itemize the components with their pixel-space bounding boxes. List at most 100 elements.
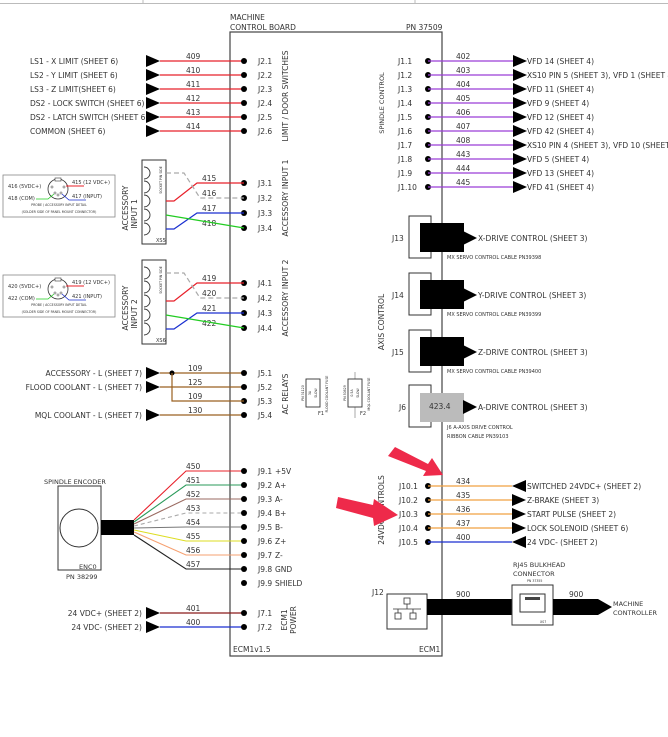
connector-arrow-icon [146, 409, 160, 421]
din-pin-icon [59, 291, 63, 295]
fuse-type: SLOW [356, 387, 360, 397]
ethernet-cable [427, 599, 512, 615]
wire-number: 420 [202, 289, 217, 298]
wire [133, 529, 244, 542]
connector-arrow-icon [513, 125, 527, 137]
wire-number: 451 [186, 476, 201, 485]
pin-dot [241, 114, 247, 120]
wire-number: 437 [456, 519, 471, 528]
connector-arrow-icon [513, 55, 527, 67]
signal-label: FLOOD COOLANT - L (SHEET 7) [26, 383, 142, 392]
detail-caption: PROBE / ACCESSORY INPUT DETAIL [31, 303, 87, 307]
encoder-cable-icon [101, 520, 134, 535]
wire-number: 419 [202, 274, 217, 283]
detail-caption: (SOLDER SIDE OF PANEL MOUNT CONNECTOR) [22, 210, 97, 214]
pin-label: J1.7 [397, 141, 412, 150]
signal-label: LS3 - Z LIMIT(SHEET 6) [30, 85, 116, 94]
destination-label: VFD 12 (SHEET 4) [527, 113, 594, 122]
detail-label: 416 (5VDC+) [8, 184, 41, 190]
port-label: J12 [371, 588, 384, 597]
section-label: ECM1 [280, 609, 289, 630]
detail-label: 417 (INPUT) [72, 194, 102, 200]
wire-number: 130 [188, 406, 203, 415]
signal-label: DS2 - LATCH SWITCH (SHEET 6) [30, 113, 148, 122]
wire-number: 409 [186, 52, 201, 61]
signal-name: A+ [275, 481, 286, 490]
connector-label: ACCESSORY [121, 285, 130, 330]
wire-number: 454 [186, 518, 201, 527]
wire-number: 401 [186, 604, 201, 613]
wire-number: 435 [456, 491, 471, 500]
pin-label: J7.2 [257, 623, 272, 632]
pin-label: J9.9 [257, 579, 272, 588]
destination-label: X-DRIVE CONTROL (SHEET 3) [478, 234, 587, 243]
din-key-icon [54, 277, 62, 282]
accessory-input-1-section: 416 (5VDC+)418 (COM)415 (12 VDC+)417 (IN… [2, 159, 290, 245]
connector-arrow-icon [146, 607, 160, 619]
pin-label: J9.7 [257, 551, 272, 560]
connector-arrow-icon [146, 69, 160, 81]
signal-name: SHIELD [275, 579, 303, 588]
destination-label: 24 VDC- (SHEET 2) [527, 538, 598, 547]
pin-label: J2.6 [257, 127, 272, 136]
wire-number: 450 [186, 462, 201, 471]
pin-label: J9.1 [257, 467, 272, 476]
din-pin-icon [62, 285, 66, 289]
connector-arrow-icon [513, 69, 527, 81]
signal-label: LS2 - Y LIMIT (SHEET 6) [30, 71, 118, 80]
board-title-line2: CONTROL BOARD [230, 23, 296, 32]
destination-label: Z-DRIVE CONTROL (SHEET 3) [478, 348, 588, 357]
destination-label: Z-BRAKE (SHEET 3) [527, 496, 599, 505]
wire-number: 422 [202, 319, 217, 328]
network-icon [394, 612, 402, 620]
cable-plug-icon [420, 337, 464, 366]
wire-number: 410 [186, 66, 201, 75]
destination-label: XS10 PIN 4 (SHEET 3), VFD 10 (SHEET 4) [527, 141, 668, 150]
arrow-right-icon [463, 231, 477, 245]
wire-number: 417 [202, 204, 217, 213]
socket-note: SOCKET PIN SIDE [159, 166, 163, 194]
connector-label: ACCESSORY [121, 185, 130, 230]
connector-arrow-icon [146, 97, 160, 109]
pin-label: J1.1 [397, 57, 412, 66]
connector-label: INPUT 2 [130, 299, 139, 329]
din-pin-icon [56, 293, 60, 297]
wire-number: 453 [186, 504, 201, 513]
connector-arrow-icon [146, 621, 160, 633]
wire-number: 418 [202, 219, 217, 228]
cable-note: RIBBON CABLE PN39103 [447, 434, 509, 440]
pin-label: J1.6 [397, 127, 412, 136]
wire-number: 109 [188, 392, 203, 401]
connector-arrow-icon [512, 508, 526, 520]
connector-detail-box [2, 274, 116, 318]
pin-dot [241, 552, 247, 558]
wire-number: 109 [188, 364, 203, 373]
encoder-id: ENC0 [79, 563, 97, 571]
bulkhead-label: CONNECTOR [513, 570, 555, 578]
board-part-number: PN 37509 [406, 23, 443, 32]
detail-wire [61, 193, 86, 201]
arrow-right-icon [463, 345, 477, 359]
wire-number: 457 [186, 560, 201, 569]
pin-label: J9.2 [257, 481, 272, 490]
detail-label: 418 (COM) [8, 196, 35, 202]
rj45-contacts-icon [525, 597, 540, 600]
connector-arrow-icon [146, 55, 160, 67]
connector-id: XS6 [156, 338, 166, 344]
ethernet-port [386, 593, 428, 630]
signal-label: ACCESSORY - L (SHEET 7) [46, 369, 143, 378]
board-footer-right: ECM1 [419, 645, 440, 654]
pin-dot [241, 412, 247, 418]
pin-dot [241, 100, 247, 106]
